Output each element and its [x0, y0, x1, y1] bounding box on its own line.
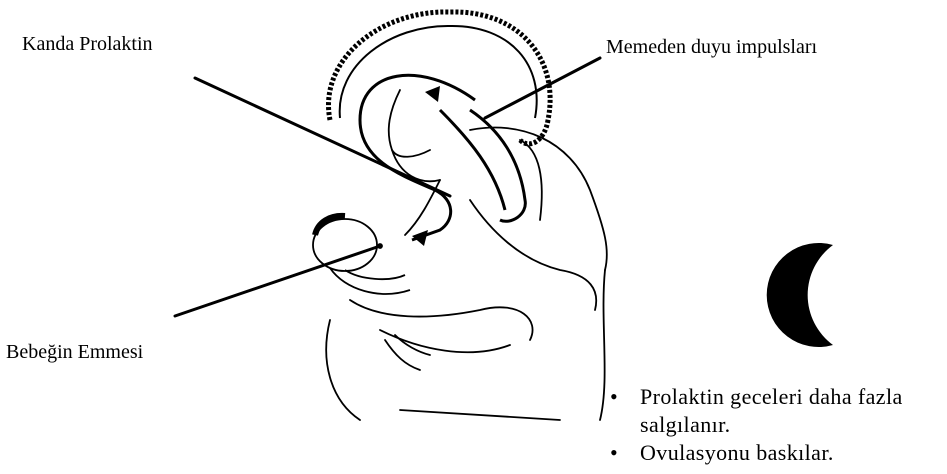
leader-prolactin: [195, 78, 450, 196]
note-text: Ovulasyonu baskılar.: [640, 439, 947, 467]
crescent-moon-icon: [767, 243, 833, 347]
pathway-loop: [360, 75, 525, 246]
notes-list: Prolaktin geceleri daha fazla salgılanır…: [608, 383, 947, 467]
note-item: Prolaktin geceleri daha fazla salgılanır…: [608, 383, 947, 439]
note-text: Prolaktin geceleri daha fazla salgılanır…: [640, 383, 947, 439]
baby-figure: [313, 216, 410, 294]
note-item: Ovulasyonu baskılar.: [608, 439, 947, 467]
leader-suckling: [175, 246, 380, 316]
mother-hair: [329, 12, 551, 144]
